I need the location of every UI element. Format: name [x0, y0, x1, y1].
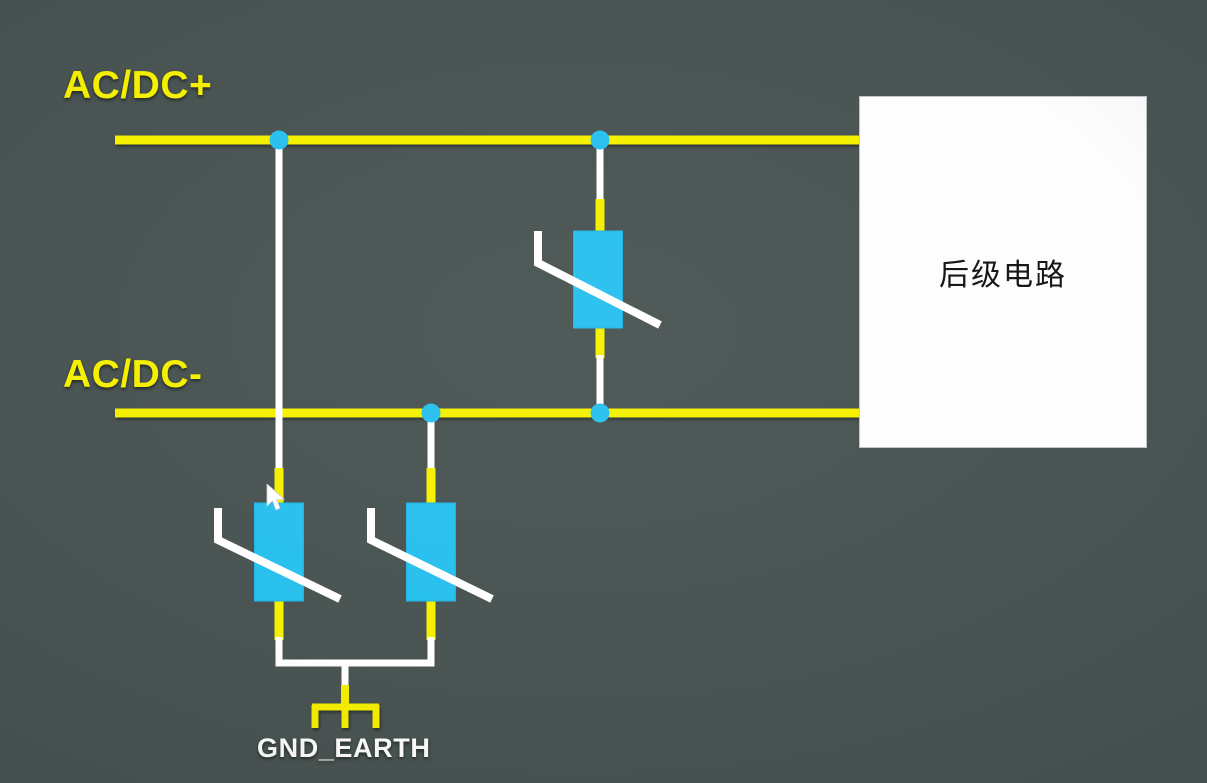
node-minus-mid [421, 403, 441, 423]
ground-earth-symbol [311, 703, 380, 728]
downstream-circuit-block[interactable]: 后级电路 [860, 97, 1146, 447]
node-minus-right [590, 403, 610, 423]
power-rails [115, 135, 860, 418]
node-plus-left [269, 130, 289, 150]
varistor-arrow [534, 231, 662, 329]
node-plus-right [590, 130, 610, 150]
varistor-body [406, 502, 456, 602]
varistor-arrow [367, 508, 494, 603]
varistor-body [254, 502, 304, 602]
varistor-body [573, 230, 623, 329]
downstream-circuit-block-label: 后级电路 [939, 259, 1067, 292]
white-earth-bus [275, 637, 435, 667]
ground-bus [274, 598, 436, 710]
junction-nodes [269, 130, 610, 423]
varistor-line-to-earth[interactable] [214, 502, 342, 603]
varistor-arrow [214, 508, 342, 603]
varistor-differential[interactable] [534, 230, 662, 329]
varistor-neutral-to-earth[interactable] [367, 502, 494, 603]
